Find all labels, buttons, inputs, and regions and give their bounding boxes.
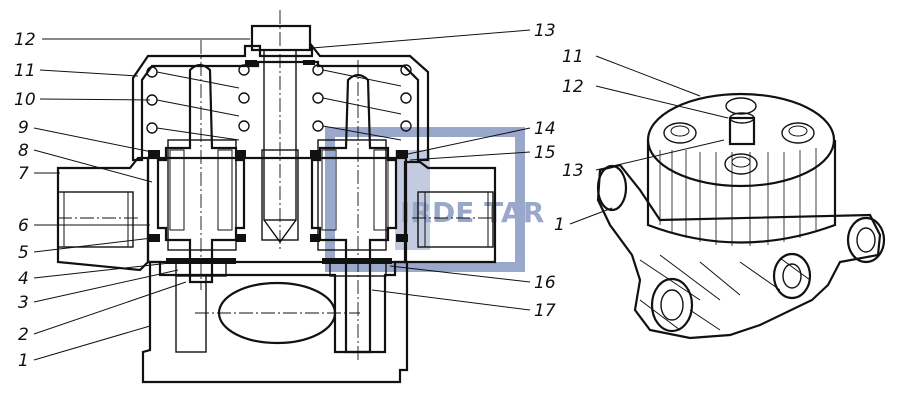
callout-10: 10: [14, 90, 36, 110]
cover-cylinder: [646, 140, 837, 244]
callout-6: 6: [18, 216, 29, 236]
left-port-housing: [56, 156, 150, 272]
callout-14: 14: [534, 119, 556, 139]
callout-4: 4: [18, 269, 29, 289]
cover-top: [646, 92, 836, 188]
leader-lines: [33, 29, 729, 361]
callout-5: 5: [18, 243, 29, 263]
right-plunger: [310, 73, 398, 354]
callout-ext-13: 13: [562, 161, 584, 181]
middle-body: [146, 156, 408, 264]
lower-housing: [141, 260, 409, 384]
front-port: [650, 277, 694, 333]
left-plunger: [156, 63, 246, 284]
valve-base: [596, 163, 882, 340]
left-spring: [146, 64, 250, 141]
seal-rings: [148, 60, 408, 264]
callout-ext-12: 12: [562, 77, 584, 97]
callout-11: 11: [14, 61, 36, 81]
watermark-logo: IRDE TAR: [325, 127, 544, 272]
watermark-text: IRDE TAR: [400, 196, 544, 229]
callout-12: 12: [14, 30, 36, 50]
callout-2: 2: [18, 325, 29, 345]
callout-ext-11: 11: [562, 47, 584, 67]
callout-ext-1: 1: [554, 215, 565, 235]
callout-7: 7: [18, 164, 29, 184]
center-screw: [728, 116, 756, 146]
callout-8: 8: [18, 141, 29, 161]
right-spring: [312, 64, 412, 141]
callout-9: 9: [18, 118, 29, 138]
external-view: [596, 92, 886, 340]
right-port-bore: [417, 191, 494, 248]
callout-15: 15: [534, 143, 556, 163]
section-view: [56, 10, 497, 384]
callout-3: 3: [18, 293, 29, 313]
left-port-bore: [57, 191, 134, 248]
callout-1: 1: [18, 351, 29, 371]
callout-13: 13: [534, 21, 556, 41]
callout-17: 17: [534, 301, 556, 321]
cover-part-11: [131, 42, 430, 162]
callout-16: 16: [534, 273, 556, 293]
